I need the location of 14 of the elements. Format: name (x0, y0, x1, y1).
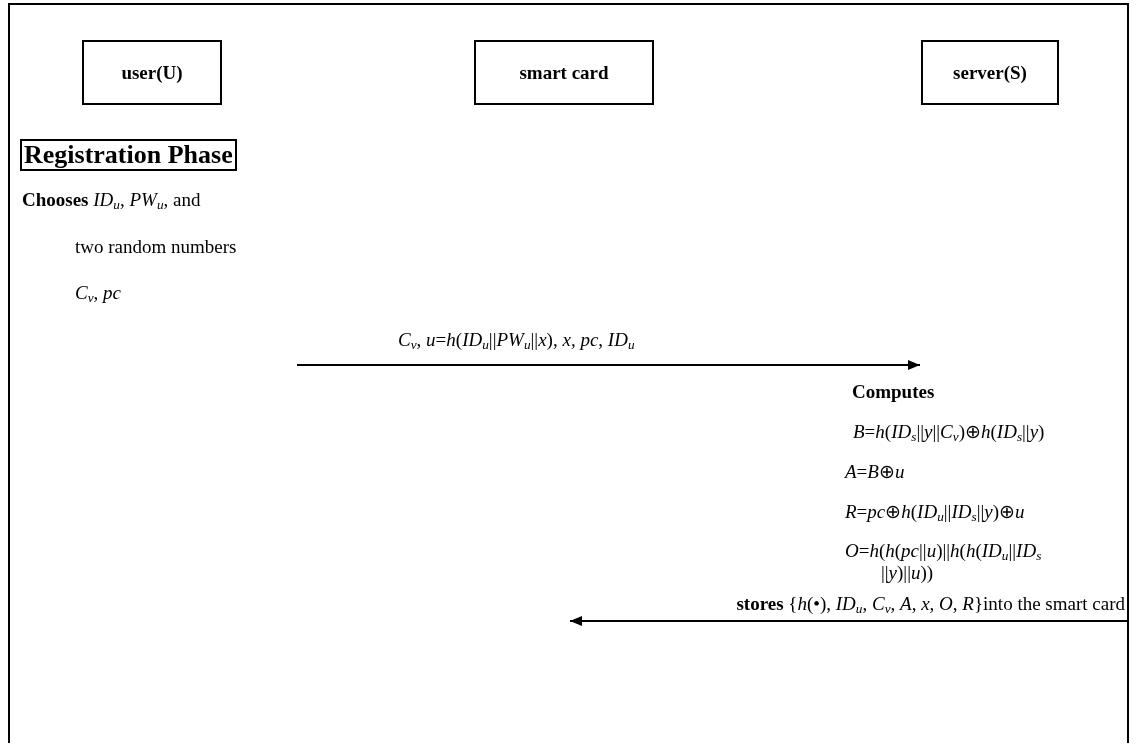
formula-text: O=h(h(pc||u)||h(h(ID$_{u}$||ID$_{s}$ ||y)||u)) (845, 540, 1043, 584)
formula-text: B=h(ID$_{s}$||y||C$_{v}$)⊕h(ID$_{s}$||y) (853, 420, 1045, 444)
formula-text: R=pc⊕h(ID$_{u}$||ID$_{s}$||y)⊕u (845, 500, 1025, 524)
entity-box: smart card (474, 40, 654, 105)
protocol-text: C$_{v}$, pc (75, 281, 122, 305)
protocol-text: two random numbers (75, 235, 237, 259)
arrow (296, 360, 921, 370)
arrow (569, 587, 1129, 626)
protocol-text: Chooses ID$_{u}$, PW$_{u}$, and (22, 188, 201, 212)
phase-heading-box: Registration Phase (20, 139, 237, 171)
entity-box: server(S) (921, 40, 1059, 105)
formula-text: A=B⊕u (845, 460, 905, 484)
entity-box: user(U) (82, 40, 222, 105)
step-heading: Computes (852, 380, 935, 404)
